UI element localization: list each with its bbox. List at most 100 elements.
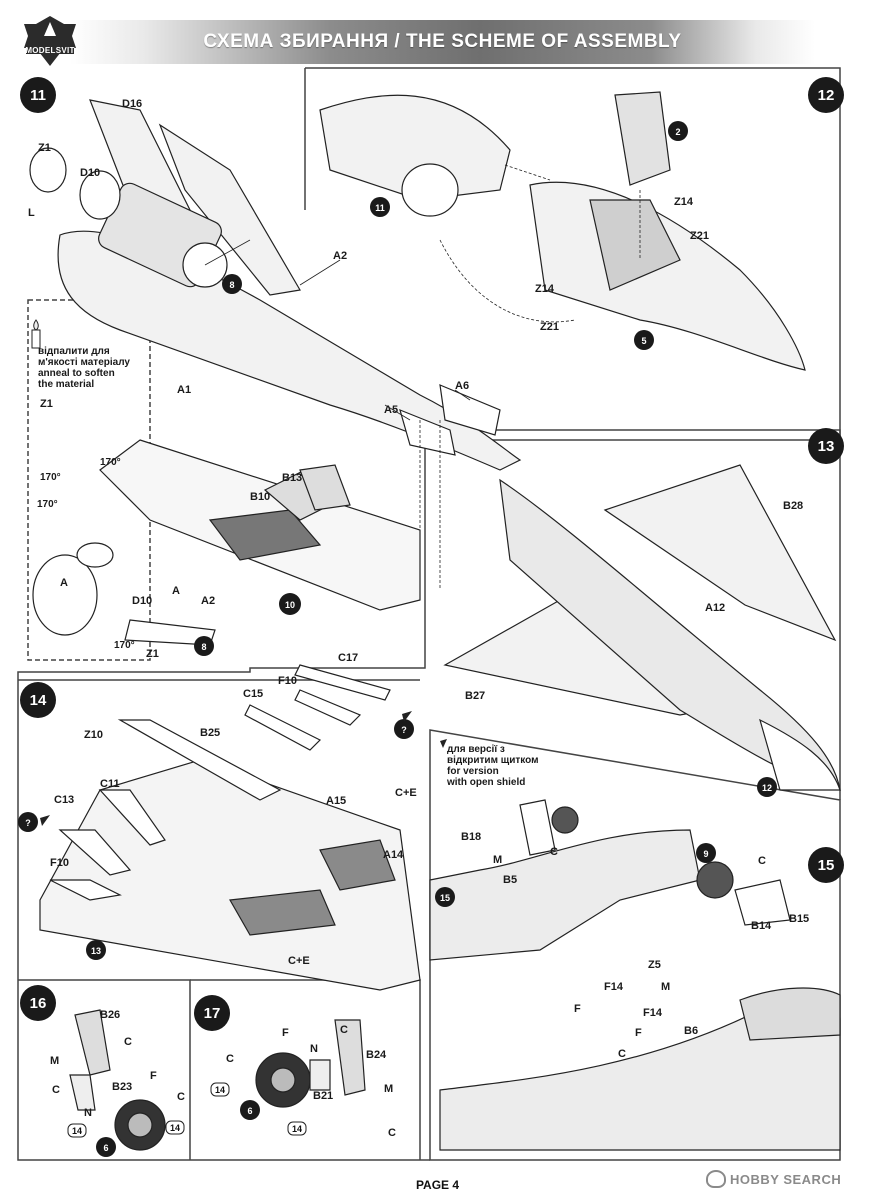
label-Z21-a: Z21 xyxy=(690,230,709,242)
ref-6-step16: 6 xyxy=(103,1143,108,1153)
step-marker-16 xyxy=(20,985,56,1021)
ref-6-step17: 6 xyxy=(247,1106,252,1116)
label-B5: B5 xyxy=(503,874,517,886)
label-C-16a: C xyxy=(124,1036,132,1048)
reference-circles: 8 10 8 2 11 5 12 13 15 9 6 6 ? ? xyxy=(18,121,777,1157)
note-anneal-en-2: the material xyxy=(38,379,94,390)
step-number-12: 12 xyxy=(818,87,835,104)
svg-text:14: 14 xyxy=(292,1124,302,1134)
note-anneal-ua-1: відпалити для xyxy=(38,346,110,357)
step-marker-12 xyxy=(808,77,844,113)
ref-8-step11: 8 xyxy=(229,280,234,290)
notes: відпалити для м'якості матеріалу anneal … xyxy=(38,346,538,788)
label-C-17a: C xyxy=(340,1024,348,1036)
label-A-detail2: A xyxy=(172,585,180,597)
label-B26: B26 xyxy=(100,1009,120,1021)
label-M-16: M xyxy=(50,1055,59,1067)
label-B6: B6 xyxy=(684,1025,698,1037)
step-number-14: 14 xyxy=(30,692,47,709)
label-C-17c: C xyxy=(388,1127,396,1139)
label-C-17b: C xyxy=(226,1053,234,1065)
svg-text:14: 14 xyxy=(72,1126,82,1136)
label-Z1-detail: Z1 xyxy=(40,398,53,410)
step-marker-17 xyxy=(194,995,230,1031)
label-A15: A15 xyxy=(326,795,346,807)
modelsvit-logo xyxy=(24,16,76,66)
step-15-drawing xyxy=(429,799,841,1151)
ref-13: 13 xyxy=(91,946,101,956)
step-14-drawing xyxy=(39,664,421,991)
step-12-drawing xyxy=(319,91,806,371)
label-F14-a: F14 xyxy=(604,981,624,993)
label-M-15b: M xyxy=(661,981,670,993)
label-N-16: N xyxy=(84,1107,92,1119)
label-B18: B18 xyxy=(461,831,481,843)
step-marker-13 xyxy=(808,428,844,464)
label-C-15b: C xyxy=(758,855,766,867)
watermark-text: HOBBY SEARCH xyxy=(730,1171,842,1187)
label-F-15b: F xyxy=(635,1027,642,1039)
label-Z1: Z1 xyxy=(38,142,51,154)
label-C+E-a: C+E xyxy=(395,787,417,799)
label-A-detail: A xyxy=(60,577,68,589)
label-Z1-detail2: Z1 xyxy=(146,648,159,660)
step-marker-14 xyxy=(20,682,56,718)
label-F14-b: F14 xyxy=(643,1007,663,1019)
label-D16: D16 xyxy=(122,98,142,110)
note-anneal-ua-2: м'якості матеріалу xyxy=(38,357,130,368)
note-version-en-1: for version xyxy=(447,766,499,777)
watermark: HOBBY SEARCH xyxy=(706,1170,841,1188)
angle-labels: 170° 170° 170° 170° xyxy=(37,457,135,651)
ref-9: 9 xyxy=(703,849,708,859)
label-Z14-a: Z14 xyxy=(674,196,694,208)
label-B10: B10 xyxy=(250,491,270,503)
label-A6: A6 xyxy=(455,380,469,392)
label-A1: A1 xyxy=(177,384,191,396)
label-C-15c: C xyxy=(618,1048,626,1060)
label-L: L xyxy=(28,207,35,219)
question-mark-icon: ? xyxy=(401,725,407,735)
step-12-leader-lines xyxy=(439,164,641,323)
part-labels: D16 Z1 D10 L A2 A1 A5 A6 B13 B10 Z1 A A … xyxy=(28,98,809,1139)
page-title: СХЕМА ЗБИРАННЯ / THE SCHEME OF ASSEMBLY xyxy=(203,31,682,52)
label-N-17: N xyxy=(310,1043,318,1055)
header-band xyxy=(70,20,815,64)
label-Z21-b: Z21 xyxy=(540,321,559,333)
ref-11: 11 xyxy=(375,203,385,213)
label-A5: A5 xyxy=(384,404,398,416)
label-Z10: Z10 xyxy=(84,729,103,741)
label-C-16b: C xyxy=(52,1084,60,1096)
step-11-leader-lines xyxy=(204,239,471,590)
note-anneal-en-1: anneal to soften xyxy=(38,368,115,379)
label-A14: A14 xyxy=(383,849,404,861)
note-version-ua-2: відкритим щитком xyxy=(447,755,538,766)
label-A2-detail: A2 xyxy=(201,595,215,607)
note-version-ua-1: для версії з xyxy=(447,744,505,755)
label-B24: B24 xyxy=(366,1049,387,1061)
label-Z14-b: Z14 xyxy=(535,283,555,295)
label-F10-a: F10 xyxy=(278,675,297,687)
eye-icons xyxy=(40,711,447,826)
step-number-11: 11 xyxy=(30,87,46,104)
boxed-ref-texts: 14 14 14 14 xyxy=(72,1085,302,1136)
step-number-13: 13 xyxy=(818,438,835,455)
label-F10-b: F10 xyxy=(50,857,69,869)
ref-5: 5 xyxy=(641,336,646,346)
label-B15: B15 xyxy=(789,913,809,925)
label-Z5: Z5 xyxy=(648,959,661,971)
label-F-17: F xyxy=(282,1027,289,1039)
logo-text: MODELSVIT xyxy=(25,46,75,55)
label-B14: B14 xyxy=(751,920,772,932)
angle-170-a: 170° xyxy=(100,457,121,468)
step-number-16: 16 xyxy=(30,995,47,1012)
label-B21: B21 xyxy=(313,1090,333,1102)
svg-text:14: 14 xyxy=(170,1123,180,1133)
label-C15: C15 xyxy=(243,688,263,700)
note-version-en-2: with open shield xyxy=(446,777,525,788)
page-number: PAGE 4 xyxy=(415,1178,460,1192)
step-circles: 11 12 13 14 15 16 17 xyxy=(20,77,844,1031)
label-B13: B13 xyxy=(282,472,302,484)
step-number-15: 15 xyxy=(818,857,835,874)
ref-12: 12 xyxy=(762,783,772,793)
label-M-15a: M xyxy=(493,854,502,866)
